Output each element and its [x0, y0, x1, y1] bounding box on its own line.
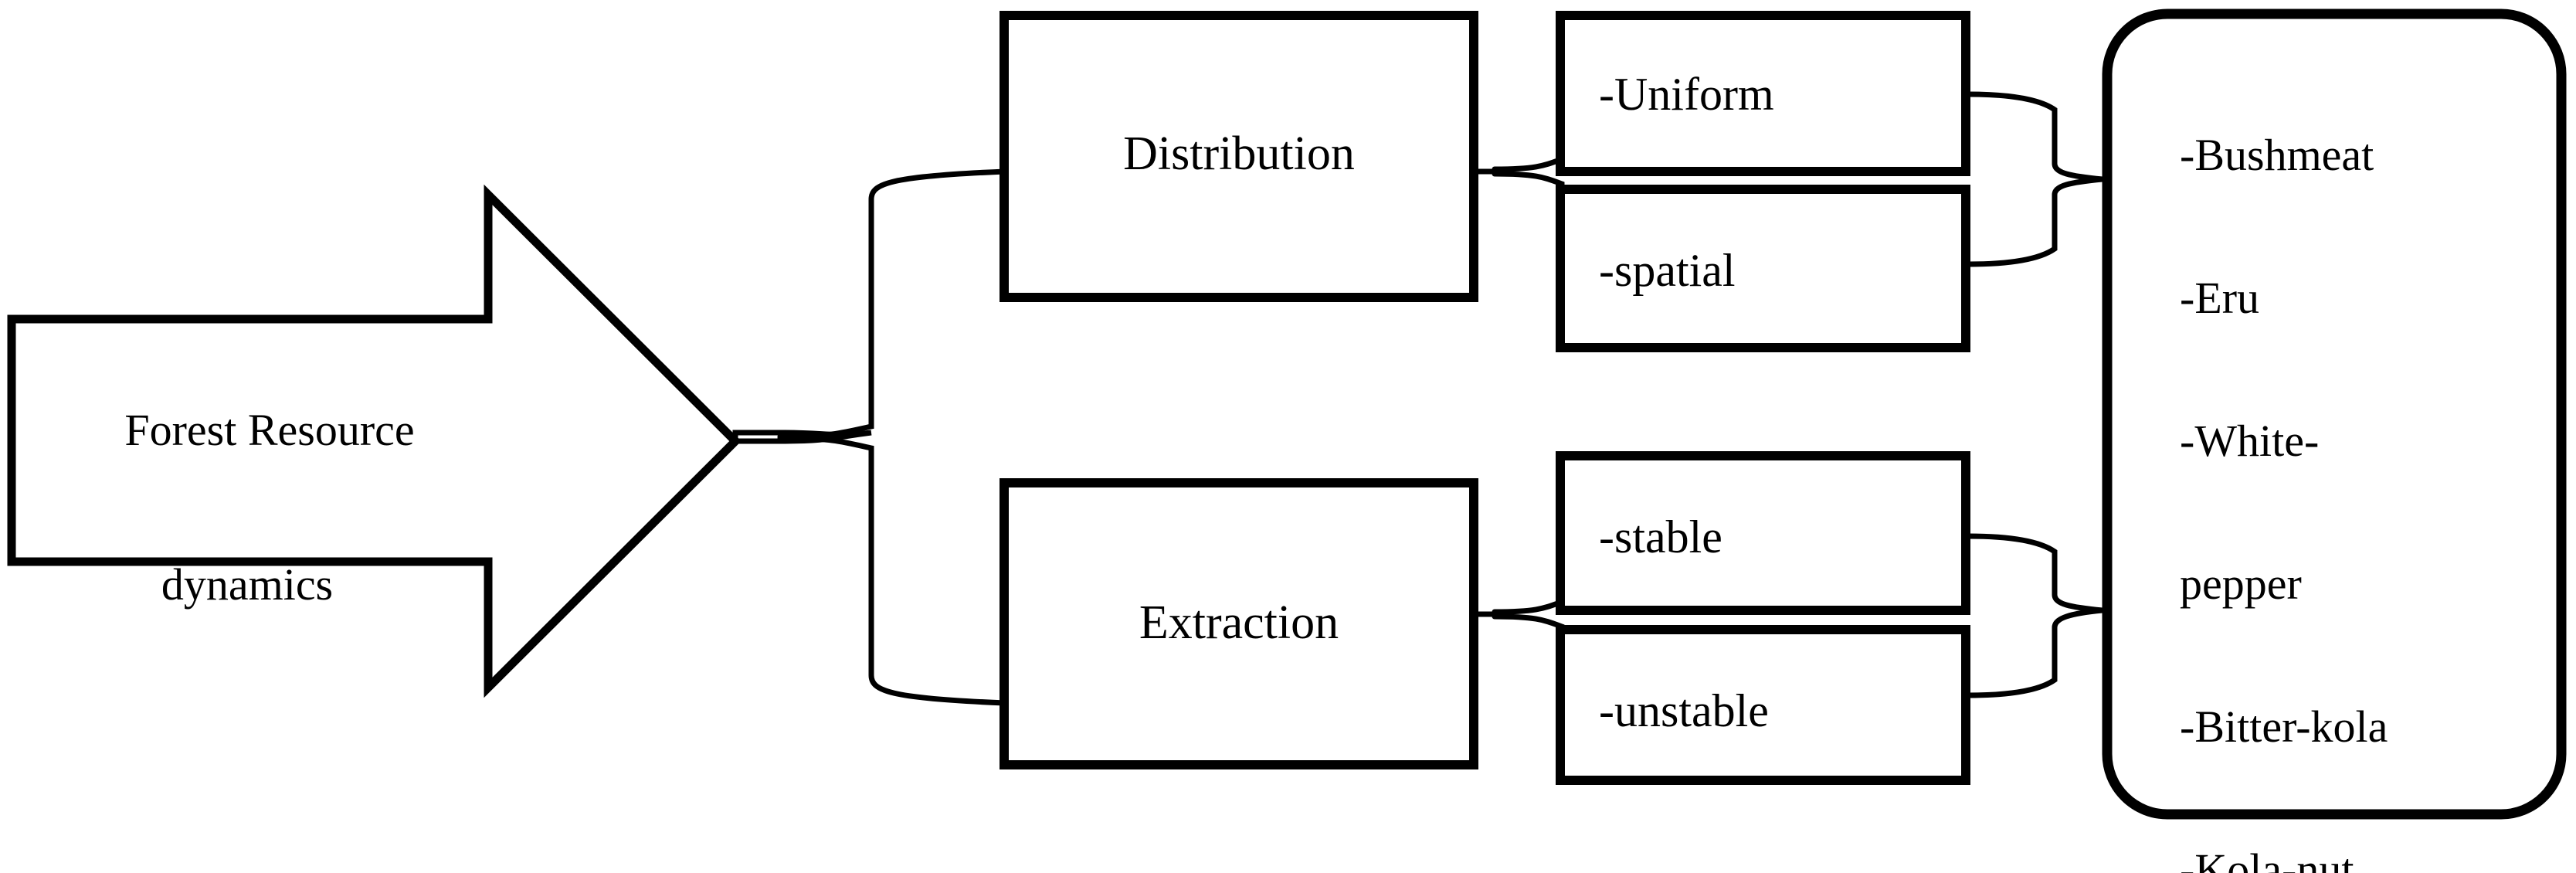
uniform-label: -Uniform — [1599, 69, 1774, 120]
stable-box[interactable] — [1556, 451, 1970, 615]
unstable-box[interactable] — [1556, 625, 1970, 785]
spatial-label: -spatial — [1599, 245, 1736, 296]
product-item: -Bitter-kola — [2180, 701, 2388, 752]
distribution-box[interactable] — [1000, 11, 1478, 302]
brace-arm-to-distribution — [777, 168, 1009, 440]
distribution-label: Distribution — [1123, 127, 1355, 180]
forest-resource-dynamics-arrow-shape[interactable] — [7, 184, 742, 698]
product-item: pepper — [2180, 559, 2302, 609]
forest-resource-dynamics-label: Forest Resource dynamics — [15, 363, 479, 697]
product-item: -Bushmeat — [2180, 130, 2374, 180]
product-item: -Eru — [2180, 273, 2260, 323]
product-item: -White- — [2180, 416, 2320, 466]
brace-spatial-uniform-merge-lower — [1965, 176, 2106, 267]
product-list-labels: -Bushmeat -Eru -White- pepper -Bitter-ko… — [2180, 39, 2551, 873]
brace-stable-unstable-merge — [1965, 533, 2106, 613]
unstable-label: -unstable — [1599, 685, 1769, 736]
product-item: -Kola-nut — [2180, 844, 2354, 873]
extraction-box[interactable] — [1000, 478, 1478, 769]
arrow-label-line-1: Forest Resource — [124, 405, 415, 455]
brace-arm-to-extraction — [777, 435, 1009, 706]
brace-unstable-stable-merge-lower — [1965, 607, 2106, 698]
arrow-label-line-2: dynamics — [161, 559, 334, 610]
stable-label: -stable — [1599, 511, 1722, 562]
brace-uniform-spatial-merge — [1965, 91, 2106, 182]
product-list-box[interactable] — [2102, 8, 2567, 820]
extraction-label: Extraction — [1139, 596, 1339, 649]
spatial-box[interactable] — [1556, 185, 1970, 352]
